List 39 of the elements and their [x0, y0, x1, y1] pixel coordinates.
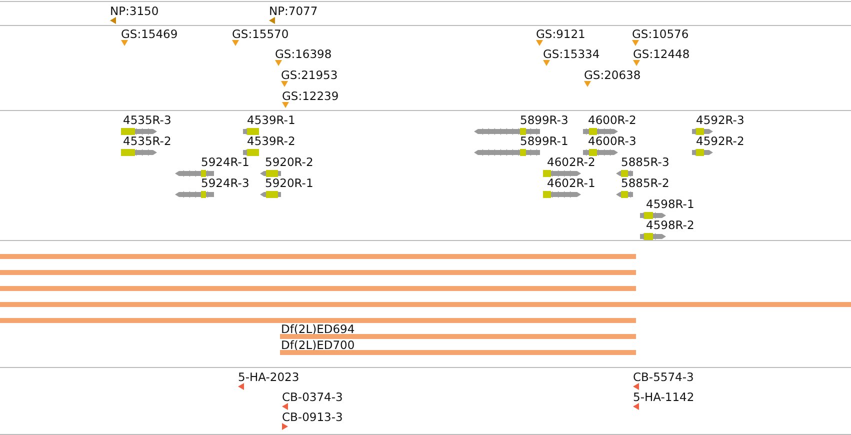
- feature-label: 4592R-3: [696, 113, 744, 127]
- feature-label: 4602R-2: [547, 155, 596, 169]
- feature-label: 5920R-1: [265, 176, 314, 190]
- feature-label: 4602R-1: [547, 176, 596, 190]
- feature-label: 4539R-1: [247, 113, 296, 127]
- feature-label: CB-5574-3: [633, 370, 694, 384]
- feature-label: GS:20638: [584, 68, 641, 82]
- feature-label: GS:9121: [536, 27, 586, 41]
- feature-label: GS:15570: [232, 27, 289, 41]
- feature-label: GS:15334: [543, 47, 600, 61]
- feature-label: Df(2L)ED700: [281, 338, 355, 352]
- feature-label: CB-0374-3: [282, 390, 343, 404]
- feature-label: 4535R-2: [123, 134, 172, 148]
- feature-label: 5-HA-1142: [633, 390, 694, 404]
- feature-label: 4592R-2: [696, 134, 744, 148]
- feature-label: GS:16398: [275, 47, 332, 61]
- feature-label: 5920R-2: [265, 155, 314, 169]
- feature-label: 4539R-2: [247, 134, 296, 148]
- feature-label: 4598R-1: [646, 197, 694, 211]
- feature-label: 4600R-2: [588, 113, 636, 127]
- feature-label: GS:15469: [121, 27, 178, 41]
- feature-label: 5885R-3: [621, 155, 670, 169]
- feature-label: GS:21953: [281, 68, 338, 82]
- feature-label: Df(2L)ED694: [281, 322, 355, 336]
- feature-label: NP:3150: [110, 4, 159, 18]
- feature-label: 4535R-3: [123, 113, 172, 127]
- feature-label: 5899R-3: [520, 113, 568, 127]
- feature-label: 4598R-2: [646, 218, 694, 232]
- feature-label: GS:12448: [633, 47, 690, 61]
- feature-label: GS:10576: [632, 27, 689, 41]
- feature-label: 5-HA-2023: [238, 370, 300, 384]
- feature-label: 5885R-2: [621, 176, 670, 190]
- feature-label: 4600R-3: [588, 134, 636, 148]
- feature-label: 5899R-1: [520, 134, 568, 148]
- feature-label: 5924R-1: [201, 155, 250, 169]
- feature-label: GS:12239: [282, 89, 339, 103]
- feature-label: 5924R-3: [201, 176, 250, 190]
- feature-label: CB-0913-3: [282, 410, 343, 424]
- feature-label: NP:7077: [269, 4, 318, 18]
